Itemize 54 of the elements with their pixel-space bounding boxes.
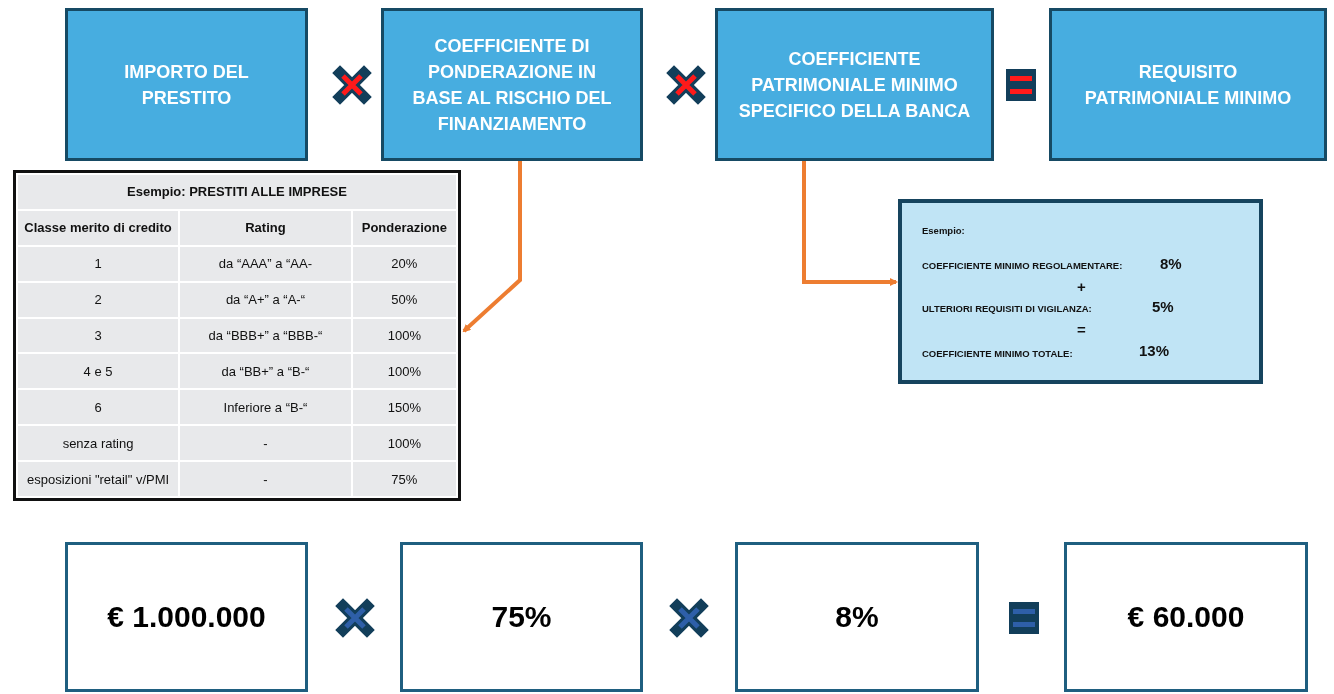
box-label: 8% xyxy=(835,600,879,634)
example-panel xyxy=(898,199,1263,384)
arrow xyxy=(802,161,898,286)
table-cell: da “BB+” a “B-“ xyxy=(180,354,351,389)
panel-text: COEFFICIENTE MINIMO TOTALE: xyxy=(922,348,1073,359)
process-box xyxy=(65,8,308,161)
process-box xyxy=(715,8,994,161)
table-cell: da “BBB+” a “BBB-“ xyxy=(180,318,351,353)
header-cell: Ponderazione xyxy=(352,210,456,245)
panel-text: COEFFICIENTE MINIMO REGOLAMENTARE: xyxy=(922,260,1123,271)
process-box xyxy=(1049,8,1327,161)
table-cell: 20% xyxy=(352,246,456,281)
process-box xyxy=(381,8,643,161)
value-box xyxy=(735,542,979,692)
table-cell: 2 xyxy=(18,282,179,317)
value-box xyxy=(1064,542,1308,692)
arrow xyxy=(462,161,522,333)
data-table xyxy=(13,170,461,501)
table-cell: 150% xyxy=(352,390,456,425)
header-cell: Classe merito di credito xyxy=(18,210,179,245)
box-label: € 60.000 xyxy=(1127,600,1245,634)
table-cell: 100% xyxy=(352,318,456,353)
box-label: COEFFICIENTE PATRIMONIALE MINIMO SPECIFICO DELLA BANCA xyxy=(737,47,972,123)
table-cell: da “A+” a “A-“ xyxy=(180,282,351,317)
table-cell: 3 xyxy=(18,318,179,353)
header-cell: Rating xyxy=(180,210,351,245)
table-cell: Inferiore a “B-“ xyxy=(180,390,351,425)
panel-value: 8% xyxy=(1160,255,1182,272)
panel-value: 13% xyxy=(1139,342,1170,359)
panel-value: 5% xyxy=(1152,298,1174,315)
equals-sign: = xyxy=(1077,321,1086,338)
table-cell: 1 xyxy=(18,246,179,281)
table-cell: - xyxy=(180,426,351,460)
table-cell: da “AAA” a “AA- xyxy=(180,246,351,281)
box-label: 75% xyxy=(491,600,552,634)
panel-text: ULTERIORI REQUISITI DI VIGILANZA: xyxy=(922,303,1092,314)
table-cell: 100% xyxy=(352,354,456,389)
plus-sign: + xyxy=(1077,278,1086,295)
table-cell: esposizioni "retail" v/PMI xyxy=(18,462,179,496)
table-cell: senza rating xyxy=(18,426,179,460)
table-cell: 50% xyxy=(352,282,456,317)
box-label: IMPORTO DEL PRESTITO xyxy=(123,60,250,110)
table-cell: 6 xyxy=(18,390,179,425)
table-title: Esempio: PRESTITI ALLE IMPRESE xyxy=(18,175,456,209)
table-cell: 100% xyxy=(352,426,456,460)
box-label: REQUISITO PATRIMONIALE MINIMO xyxy=(1083,60,1293,110)
value-box xyxy=(400,542,643,692)
table-cell: - xyxy=(180,462,351,496)
table-cell: 75% xyxy=(352,462,456,496)
panel-heading: Esempio: xyxy=(922,225,965,236)
box-label: € 1.000.000 xyxy=(107,600,266,634)
value-box xyxy=(65,542,308,692)
box-label: COEFFICIENTE DI PONDERAZIONE IN BASE AL RISCHIO DEL FINANZIAMENTO xyxy=(411,34,613,136)
table-cell: 4 e 5 xyxy=(18,354,179,389)
